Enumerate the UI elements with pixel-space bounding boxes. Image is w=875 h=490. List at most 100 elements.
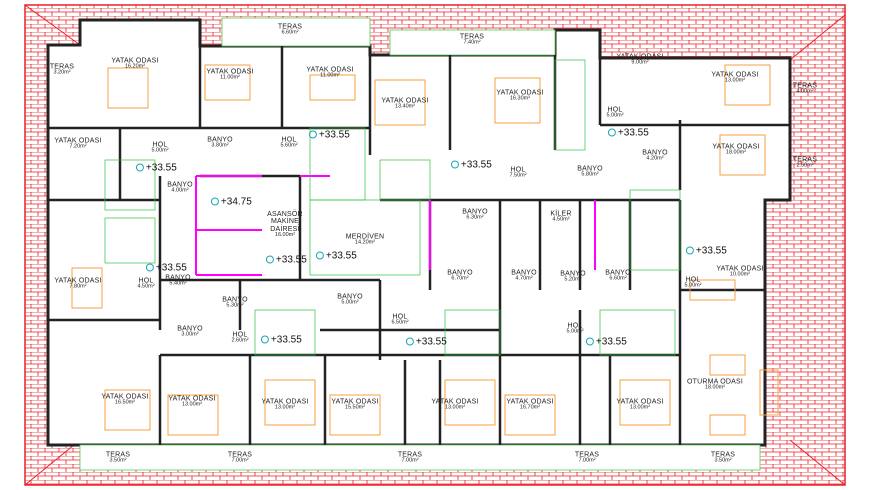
room-name: HOL xyxy=(232,331,248,339)
room-area: 5.80m² xyxy=(581,171,599,178)
elevation-marker: +33.55 xyxy=(585,336,627,348)
elevation-marker: +33.55 xyxy=(260,334,302,346)
room-area: 7.40m² xyxy=(463,39,481,46)
elevator-shaft xyxy=(195,175,596,276)
elevation-marker: +33.55 xyxy=(405,337,447,348)
room-name: YATAK ODASI xyxy=(506,398,554,406)
room-area: 5.00m² xyxy=(684,282,702,289)
level-marker-icon xyxy=(607,128,616,137)
room-area: 6.70m² xyxy=(451,275,469,282)
room-area: 3.20m² xyxy=(53,69,71,76)
room-name: TERAS xyxy=(227,451,253,459)
room-name: ASANSÖR MAKİNE DAİRESİ xyxy=(267,211,303,233)
room-name: HOL xyxy=(607,106,623,114)
room-area: 6.50m² xyxy=(391,319,409,326)
elevation-value: +33.55 xyxy=(270,334,302,346)
room-area: 4.70m² xyxy=(515,275,533,282)
terrace-top-2 xyxy=(389,29,556,56)
room-area: 2.50m² xyxy=(796,162,814,169)
stairs xyxy=(104,59,681,356)
level-marker-icon xyxy=(450,160,459,169)
room-area: 10.00m² xyxy=(729,271,751,278)
room-area: 18.00m² xyxy=(704,384,726,391)
room-area: 6.60m² xyxy=(281,29,299,36)
room-area: 16.50m² xyxy=(114,399,136,406)
room-name: HOL xyxy=(152,141,168,149)
room-area: 7.00m² xyxy=(401,457,419,464)
room-area: 3.00m² xyxy=(181,331,199,338)
room-name: HOL xyxy=(685,276,701,284)
room-name: TERAS xyxy=(277,23,303,31)
elevation-value: +33.55 xyxy=(275,254,307,266)
room-name: HOL xyxy=(281,136,297,144)
room-area: 5.40m² xyxy=(169,280,187,287)
elevation-value: +33.55 xyxy=(595,336,627,348)
room-area: 7.20m² xyxy=(69,143,87,150)
elevation-value: +33.55 xyxy=(318,129,350,141)
room-name: TERAS xyxy=(105,451,131,459)
room-name: TERAS xyxy=(49,63,75,71)
room-name: BANYO xyxy=(577,165,603,173)
room-area: 3.50m² xyxy=(109,457,127,464)
level-marker-icon xyxy=(210,197,219,206)
room-area: 5.00m² xyxy=(341,299,359,306)
room-area: 13.00m² xyxy=(444,404,466,411)
room-name: TERAS xyxy=(792,156,818,164)
elevation-marker: +33.55 xyxy=(145,263,187,274)
level-marker-icon xyxy=(260,335,269,344)
elevation-value: +34.75 xyxy=(220,196,252,208)
elevation-value: +33.55 xyxy=(695,245,727,257)
room-area: 6.30m² xyxy=(466,214,484,221)
room-name: BANYO xyxy=(222,296,248,304)
room-name: HOL xyxy=(510,166,526,174)
room-name: BANYO xyxy=(605,269,631,277)
room-area: 4.00m² xyxy=(796,88,814,95)
room-area: 5.00m² xyxy=(566,328,584,335)
elevation-marker: +34.75 xyxy=(210,196,252,208)
room-name: BANYO xyxy=(511,269,537,277)
elevation-marker: +33.55 xyxy=(308,129,350,141)
room-area: 13.00m² xyxy=(181,401,203,408)
level-marker-icon xyxy=(145,263,154,272)
room-name: TERAS xyxy=(710,451,736,459)
room-area: 7.80m² xyxy=(69,283,87,290)
room-name: OTURMA ODASI xyxy=(686,378,744,386)
level-marker-icon xyxy=(585,337,594,346)
room-area: 5.20m² xyxy=(564,276,582,283)
room-area: 13.00m² xyxy=(629,404,651,411)
room-name: YATAK ODASI xyxy=(716,265,764,273)
room-name: YATAK ODASI xyxy=(101,393,149,401)
furniture xyxy=(71,64,779,436)
room-name: HOL xyxy=(138,277,154,285)
room-name: YATAK ODASI xyxy=(168,395,216,403)
room-area: 16.20m² xyxy=(124,63,146,70)
room-name: YATAK ODASI xyxy=(111,57,159,65)
